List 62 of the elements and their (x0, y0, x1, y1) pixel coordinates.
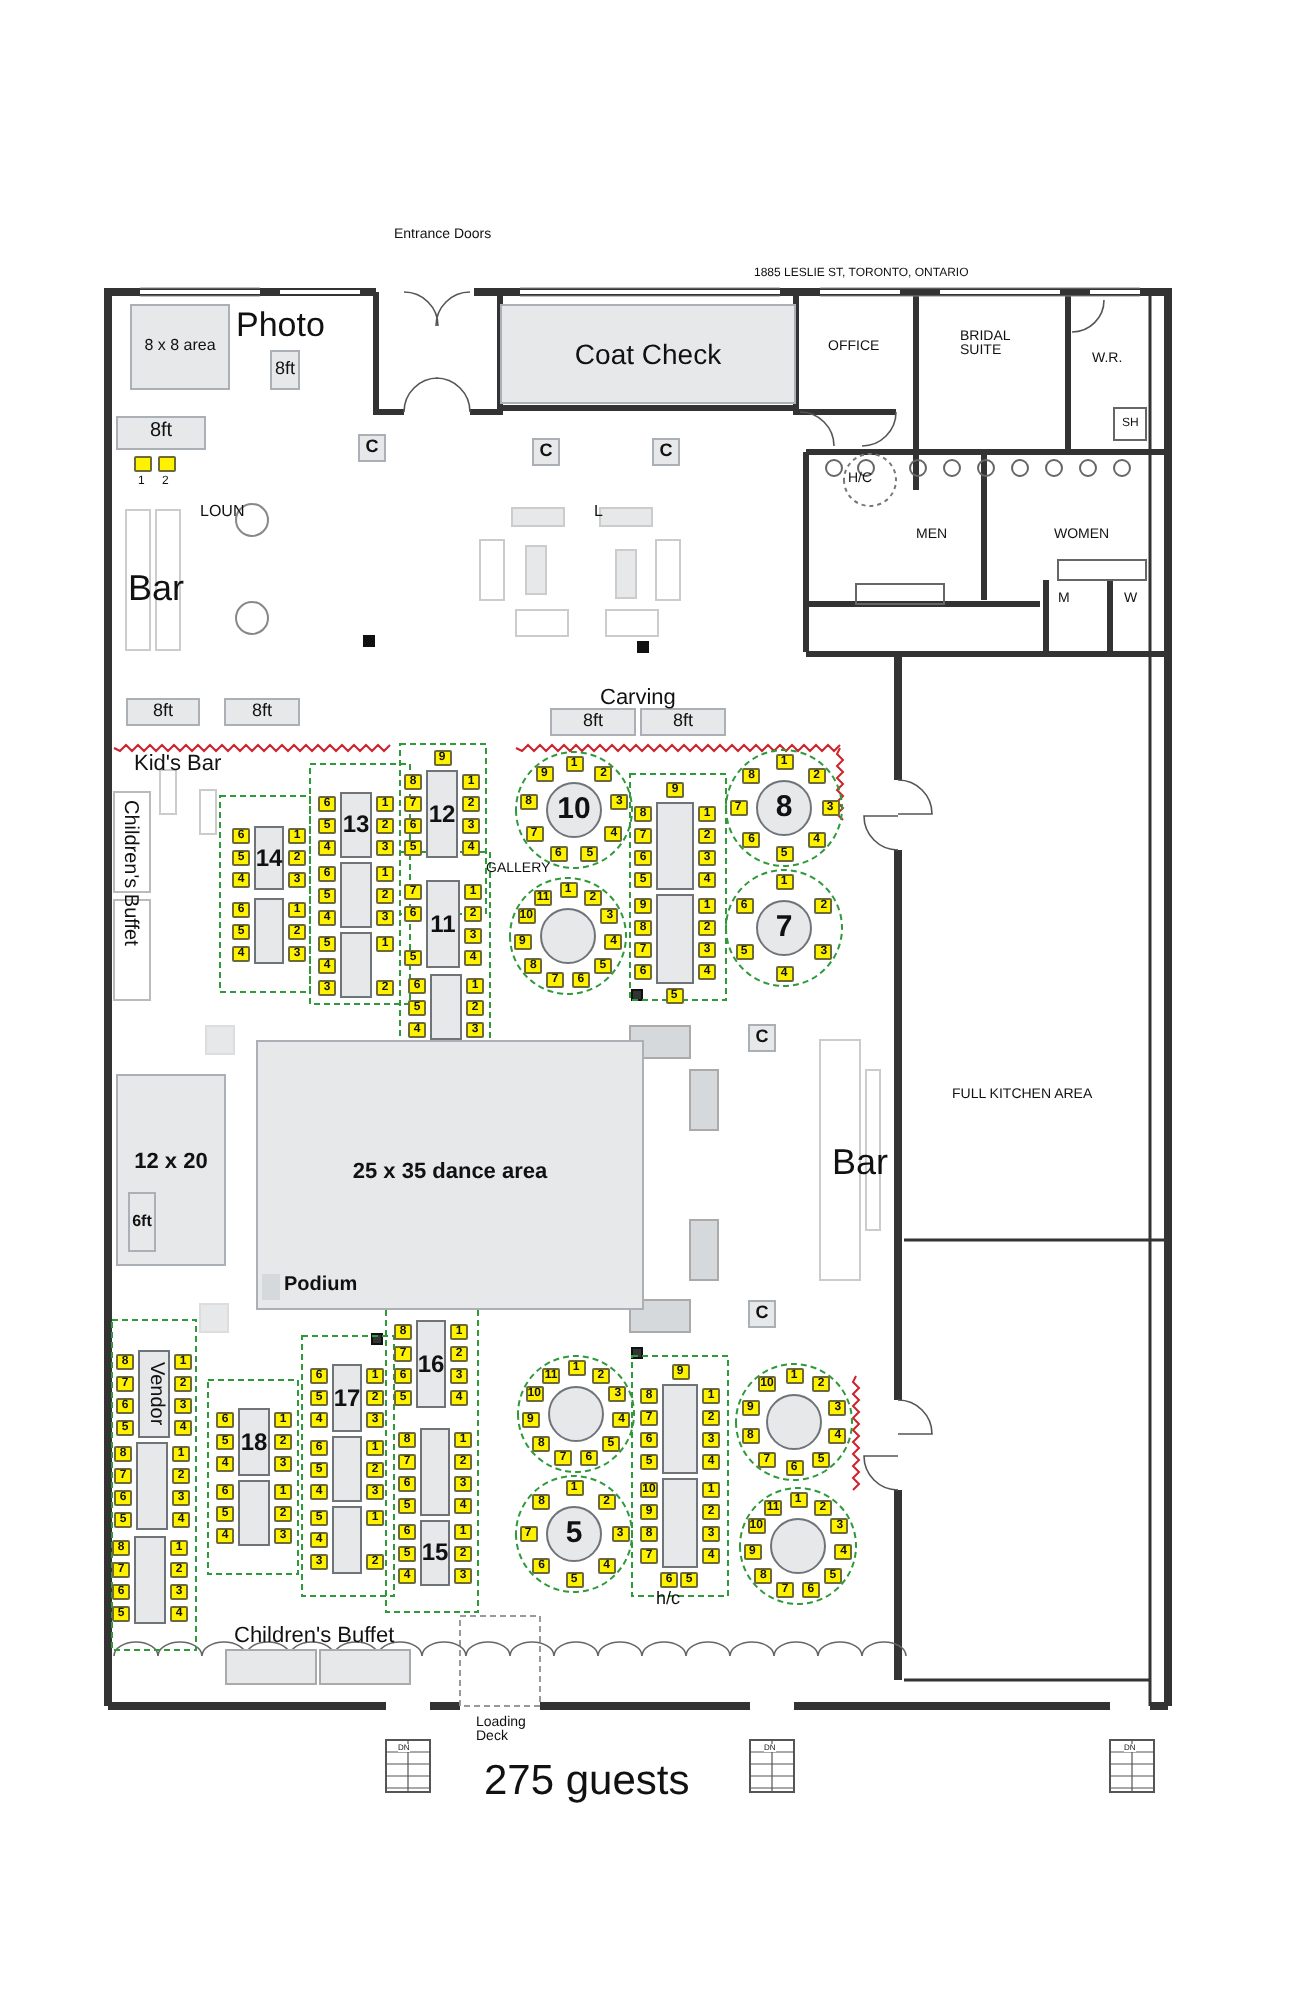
cocktail-table: C (358, 434, 386, 462)
round-table (770, 1518, 826, 1574)
banquet-table: 13 (340, 792, 372, 858)
round-table: 10 (546, 782, 602, 838)
coat-check-room: Coat Check (500, 304, 796, 404)
area-label: L (594, 504, 603, 521)
area-label: Kid's Bar (134, 754, 222, 778)
round-table: 5 (546, 1506, 602, 1562)
round-table (548, 1386, 604, 1442)
buffet-table: 8ft (550, 708, 636, 736)
area-block (116, 1074, 226, 1266)
area-label: Carving (600, 688, 676, 712)
banquet-table (254, 898, 284, 964)
banquet-table: 17 (332, 1364, 362, 1432)
round-table: 8 (756, 780, 812, 836)
chair (134, 456, 152, 472)
buffet-table: 8ft (270, 350, 300, 390)
cocktail-table: C (748, 1024, 776, 1052)
area-label: Bar (832, 1144, 889, 1182)
banquet-table (420, 1428, 450, 1516)
banquet-table: 12 (426, 770, 458, 858)
round-table (766, 1394, 822, 1450)
banquet-table (340, 932, 372, 998)
area-label: Children's Buffet (234, 1626, 395, 1650)
buffet-table: 8ft (126, 698, 200, 726)
banquet-table: 18 (238, 1408, 270, 1476)
cocktail-table: C (652, 438, 680, 466)
cocktail-table: C (532, 438, 560, 466)
banquet-table (430, 974, 462, 1040)
dance-floor (256, 1040, 644, 1310)
banquet-table: 15 (420, 1520, 450, 1586)
area-label: Bar (128, 570, 185, 608)
round-table (540, 908, 596, 964)
banquet-table (340, 862, 372, 928)
banquet-table (136, 1442, 168, 1530)
area-label: Photo (236, 308, 325, 344)
banquet-table (656, 894, 694, 984)
cocktail-table: C (748, 1300, 776, 1328)
area-label: LOUN (200, 504, 245, 521)
banquet-table: 14 (254, 826, 284, 890)
photo-area: 8 x 8 area (130, 304, 230, 390)
buffet-table: 8ft (640, 708, 726, 736)
banquet-table (134, 1536, 166, 1624)
area-label: Children's Buffet (118, 800, 139, 946)
chair (158, 456, 176, 472)
banquet-table: Vendor (138, 1350, 170, 1438)
buffet-table: 8ft (116, 416, 206, 450)
banquet-table (662, 1478, 698, 1568)
area-label: 25 x 35 dance area (352, 1162, 548, 1186)
podium: Podium (262, 1274, 354, 1300)
banquet-table: 11 (426, 880, 460, 968)
banquet-table: 16 (416, 1320, 446, 1408)
area-label: 12 x 20 (134, 1152, 208, 1176)
banquet-table (662, 1384, 698, 1474)
buffet-table: 8ft (224, 698, 300, 726)
guest-count: 275 guests (484, 1760, 690, 1805)
banquet-table (656, 802, 694, 890)
banquet-table (332, 1436, 362, 1502)
banquet-table (238, 1480, 270, 1546)
round-table: 7 (756, 900, 812, 956)
banquet-table (332, 1506, 362, 1574)
buffet-table: 6ft (128, 1192, 156, 1252)
